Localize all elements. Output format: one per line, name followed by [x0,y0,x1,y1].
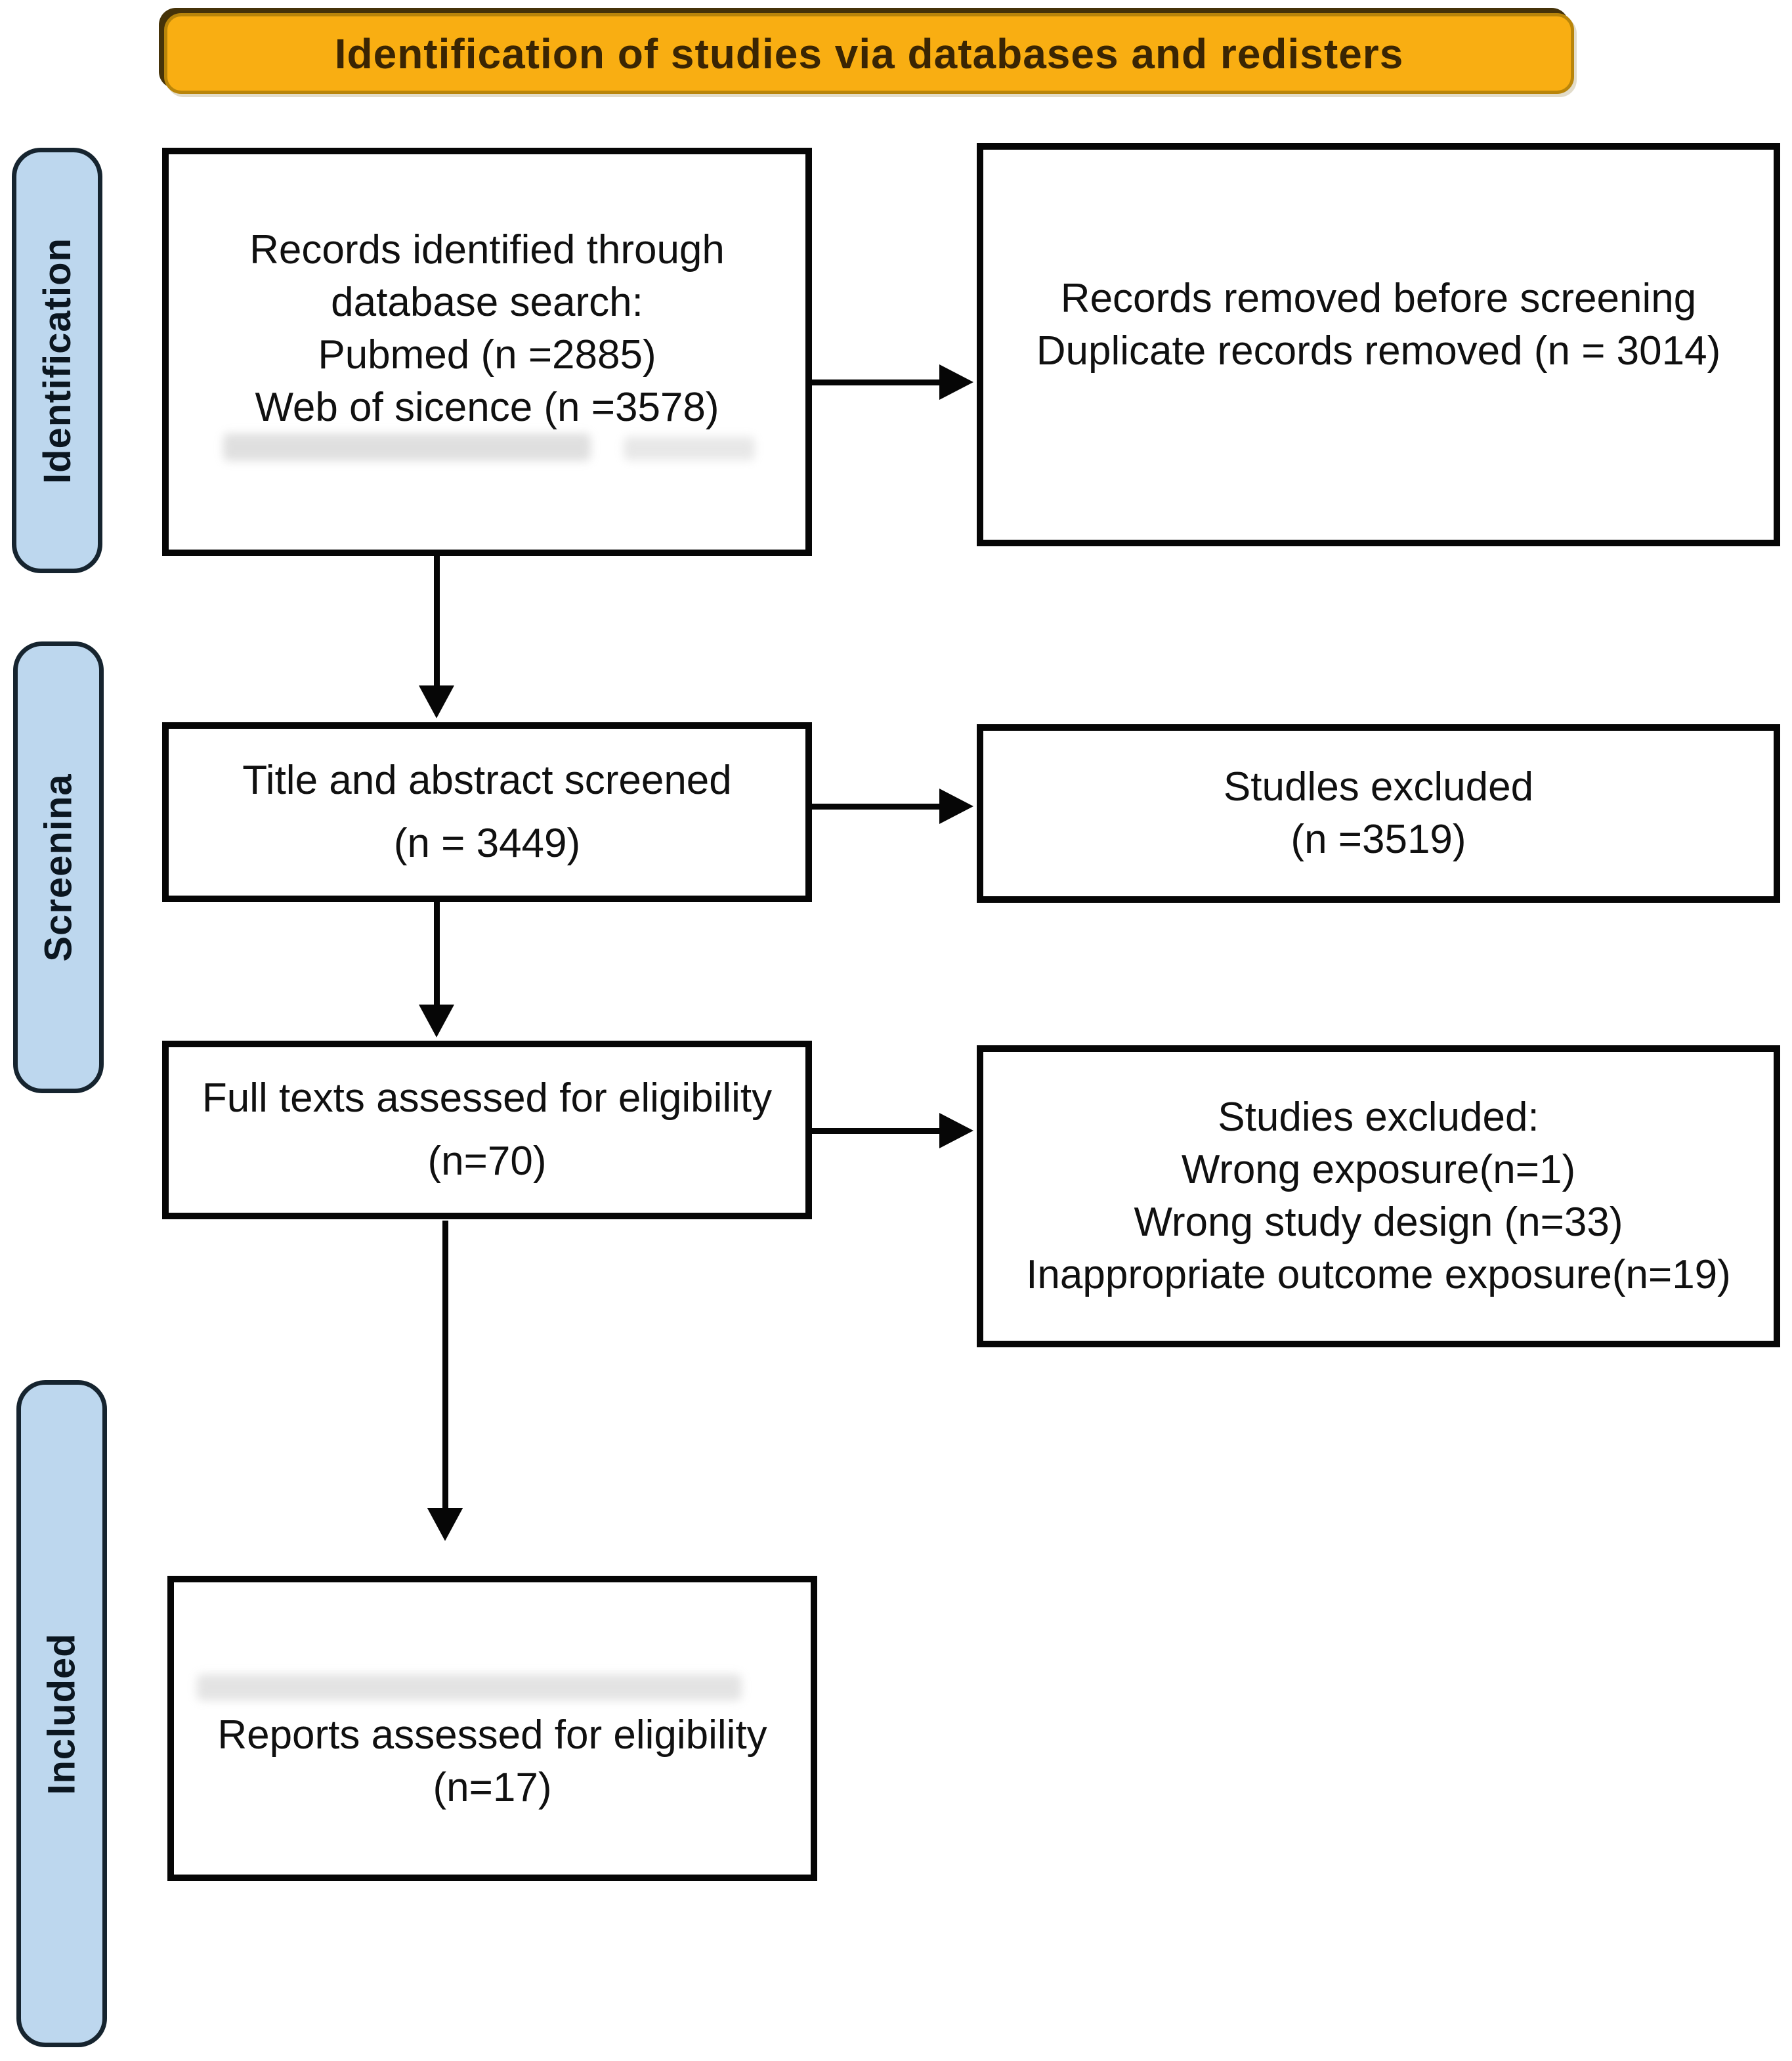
stage-bar-included: Included [16,1380,107,2047]
box-text-line: (n = 3449) [393,821,581,866]
box-text-line: Records removed before screening [1060,276,1697,321]
arrow-down-head-icon [427,1508,463,1541]
stage-label-screening: Screenina [37,773,80,962]
box-text-line: Inappropriate outcome exposure(n=19) [1026,1252,1731,1297]
arrow-right-head-icon [939,364,973,400]
arrow-down-head-icon [419,1005,454,1037]
arrow-right-head-icon [939,789,973,824]
arrow-screened-to-excluded [812,804,941,810]
box-text-line: Full texts assessed for eligibility [202,1075,773,1121]
box-reports-assessed: Reports assessed for eligibility (n=17) [167,1576,817,1881]
box-text-line: Title and abstract screened [242,758,732,803]
arrow-fulltext-to-reports [442,1221,448,1509]
arrow-identified-to-removed [812,380,941,385]
box-records-removed: Records removed before screening Duplica… [977,143,1780,546]
box-text-line: database search: [331,280,643,325]
box-text-line: Duplicate records removed (n = 3014) [1036,328,1721,374]
box-text-line: Pubmed (n =2885) [318,332,656,378]
box-studies-excluded-screening: Studles excluded (n =3519) [977,724,1780,903]
box-records-identified: Records identified through database sear… [162,148,812,556]
box-text-line: Studles excluded [1223,764,1534,810]
box-full-texts-assessed: Full texts assessed for eligibility (n=7… [162,1041,812,1219]
stage-label-identification: Identification [35,237,79,484]
box-text-line: (n=17) [433,1764,552,1810]
stage-label-included: Included [40,1632,83,1795]
arrow-screened-to-fulltext [434,902,440,1006]
erased-text-artifact [624,437,755,460]
erased-text-artifact [223,433,591,461]
box-text-line: (n =3519) [1291,817,1466,862]
box-text-line: Wrong study design (n=33) [1134,1200,1623,1245]
box-text-line: Wrong exposure(n=1) [1181,1147,1576,1192]
box-text-line: Studies excluded: [1218,1095,1539,1140]
stage-bar-identification: Identification [12,148,102,573]
diagram-title: Identification of studies via databases … [334,30,1404,77]
title-banner: Identification of studies via databases … [164,13,1574,94]
arrow-identified-to-screened [434,556,440,686]
arrow-down-head-icon [419,685,454,718]
arrow-right-head-icon [939,1113,973,1148]
box-text-line: Reports assessed for eligibility [217,1712,767,1758]
box-text-line: (n=70) [427,1139,547,1184]
stage-bar-screening: Screenina [13,641,104,1093]
box-studies-excluded-fulltext: Studies excluded: Wrong exposure(n=1) Wr… [977,1045,1780,1347]
erased-text-artifact [197,1674,742,1701]
box-text-line: Web of sicence (n =3578) [255,385,719,430]
box-title-abstract-screened: Title and abstract screened (n = 3449) [162,722,812,902]
arrow-fulltext-to-excluded [812,1128,941,1134]
box-text-line: Records identified through [249,227,725,272]
